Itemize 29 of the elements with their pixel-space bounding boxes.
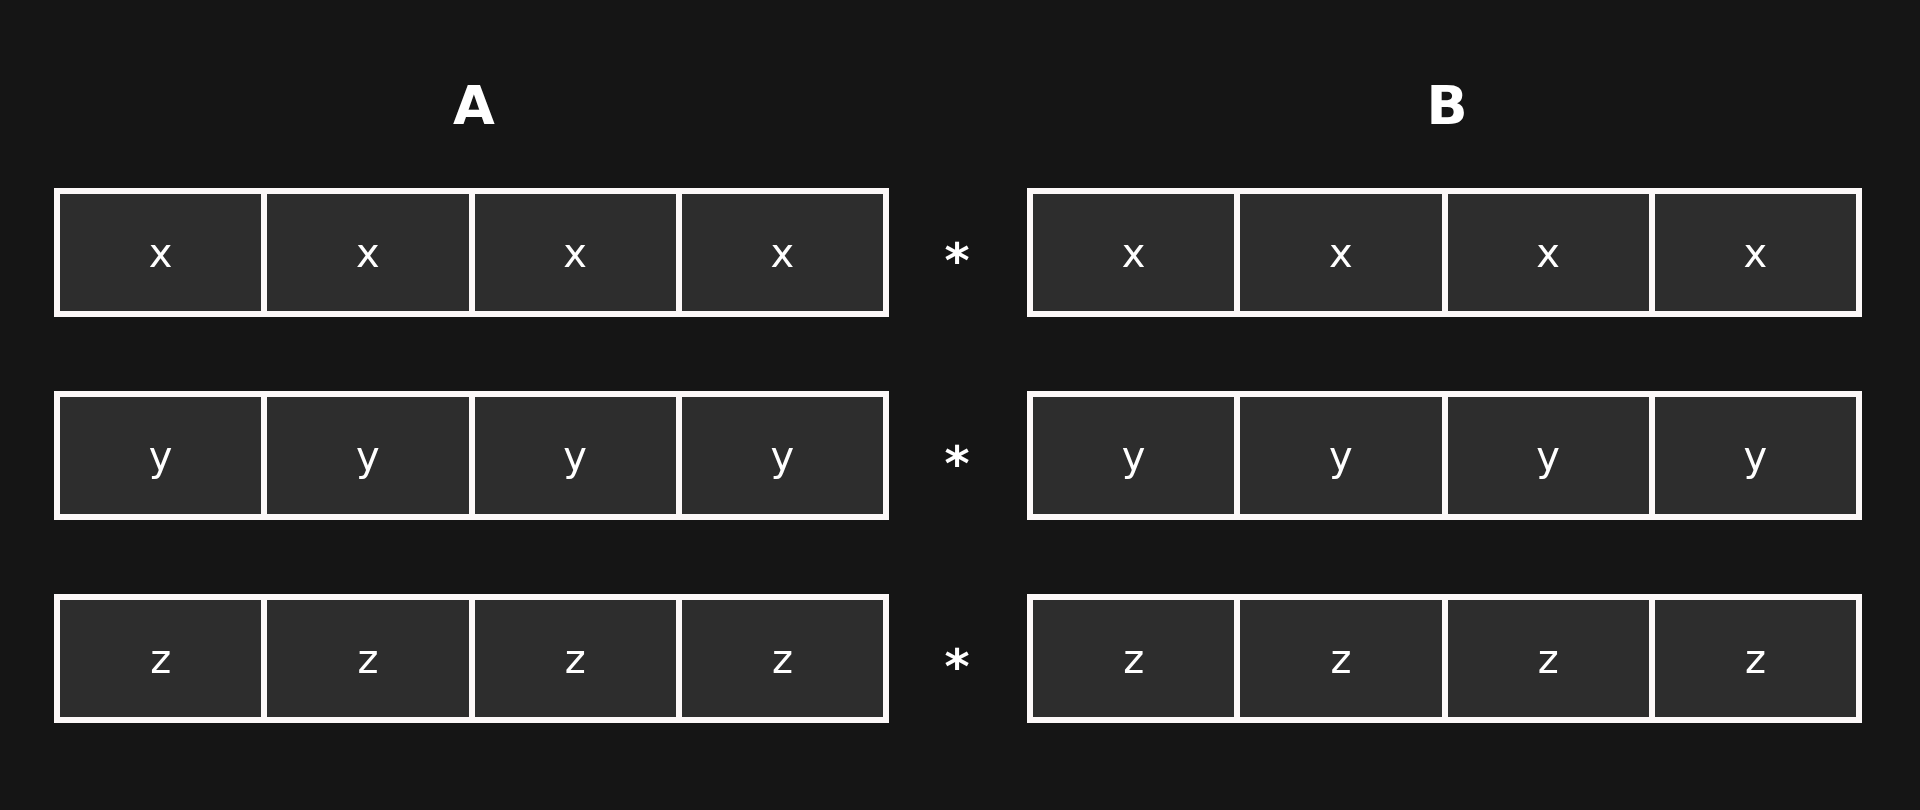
array-cell: y	[1654, 391, 1862, 520]
column-heading: B	[1426, 79, 1468, 133]
array-cell: y	[1027, 391, 1241, 520]
array-cell: x	[1654, 188, 1862, 317]
array-cell: y	[474, 391, 682, 520]
array-cell: y	[681, 391, 889, 520]
column-heading: A	[453, 79, 495, 133]
array-cell: z	[681, 594, 889, 723]
array-cell: z	[1654, 594, 1862, 723]
array-cell: z	[474, 594, 682, 723]
array-cell: x	[681, 188, 889, 317]
array-cell: y	[1240, 391, 1448, 520]
array-cell: x	[1447, 188, 1655, 317]
operator-symbol: *	[944, 439, 970, 487]
array-cell: z	[54, 594, 268, 723]
array-cell: x	[267, 188, 475, 317]
array-cell: z	[1027, 594, 1241, 723]
array-cell: x	[1027, 188, 1241, 317]
array-cell: z	[1447, 594, 1655, 723]
array-cell: y	[1447, 391, 1655, 520]
array-cell: y	[267, 391, 475, 520]
array-cell: y	[54, 391, 268, 520]
array-cell: z	[267, 594, 475, 723]
array-cell: x	[474, 188, 682, 317]
operator-symbol: *	[944, 236, 970, 284]
operator-symbol: *	[944, 642, 970, 690]
array-cell: x	[54, 188, 268, 317]
array-cell: x	[1240, 188, 1448, 317]
array-cell: z	[1240, 594, 1448, 723]
